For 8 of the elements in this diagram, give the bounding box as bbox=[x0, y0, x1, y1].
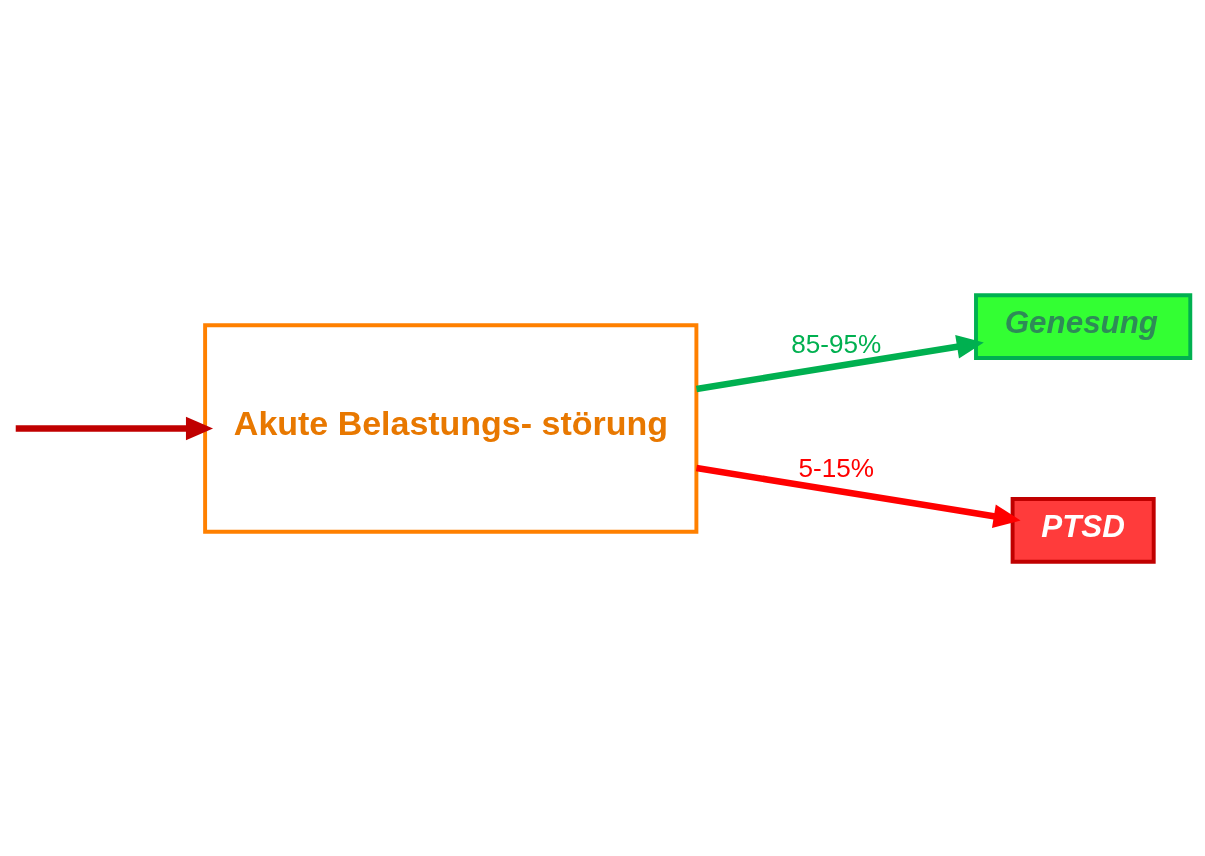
edge-label: 85-95% bbox=[791, 328, 882, 359]
edge-label: 5-15% bbox=[798, 452, 874, 483]
node-box: Akute Belastungs- störung bbox=[203, 322, 699, 534]
node-box: Genesung bbox=[974, 292, 1193, 360]
arrow bbox=[695, 334, 984, 392]
arrow bbox=[15, 416, 214, 440]
arrow bbox=[695, 464, 1021, 528]
node-box: PTSD bbox=[1010, 496, 1156, 564]
